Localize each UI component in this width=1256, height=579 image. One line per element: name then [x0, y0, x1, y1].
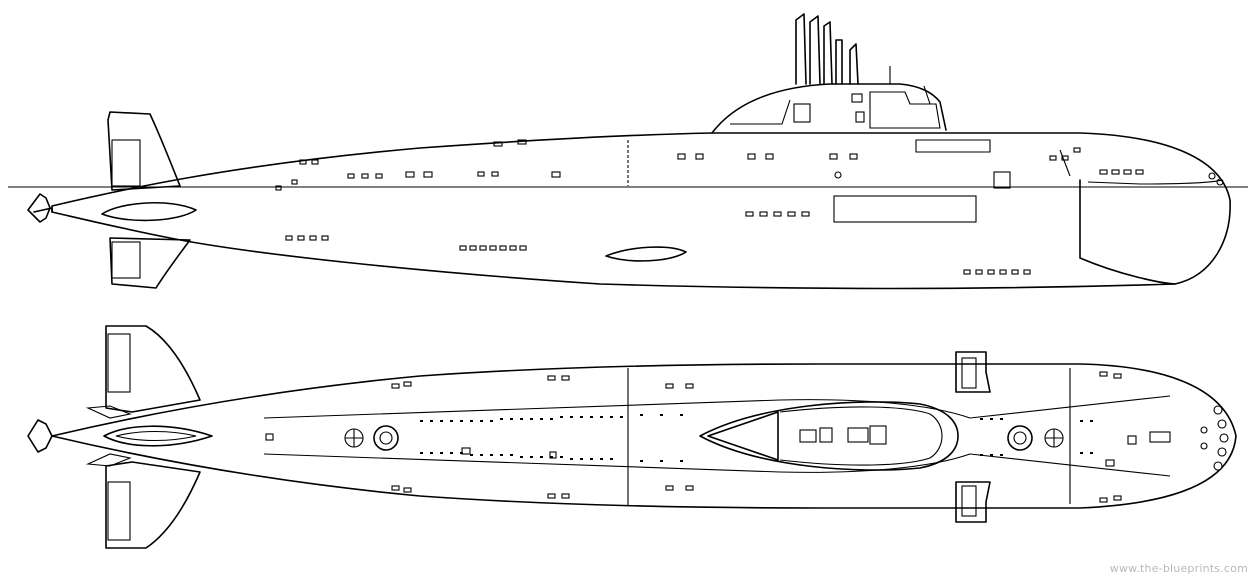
stern-fin-upper — [105, 325, 201, 413]
side-propeller — [27, 193, 53, 223]
side-hull — [51, 132, 1231, 290]
watermark-text: www.the-blueprints.com — [1109, 562, 1248, 575]
torpedo-tubes — [1200, 405, 1229, 471]
top-view — [27, 325, 1237, 549]
stern-fin-lower — [105, 461, 201, 549]
sail-top — [699, 401, 959, 471]
top-hull — [51, 363, 1237, 509]
lower-rudder — [109, 237, 191, 289]
top-propeller — [27, 419, 53, 453]
side-hatches — [275, 139, 1224, 275]
hatch-wheels — [344, 425, 1064, 451]
conning-tower — [711, 83, 947, 134]
side-view — [8, 13, 1248, 290]
periscope-masts — [795, 13, 859, 85]
bow-plane-lower — [955, 481, 991, 523]
bow-plane-upper — [955, 351, 991, 393]
deck-fittings — [420, 414, 1093, 462]
upper-rudder — [107, 111, 181, 191]
top-hatches — [265, 371, 1171, 503]
